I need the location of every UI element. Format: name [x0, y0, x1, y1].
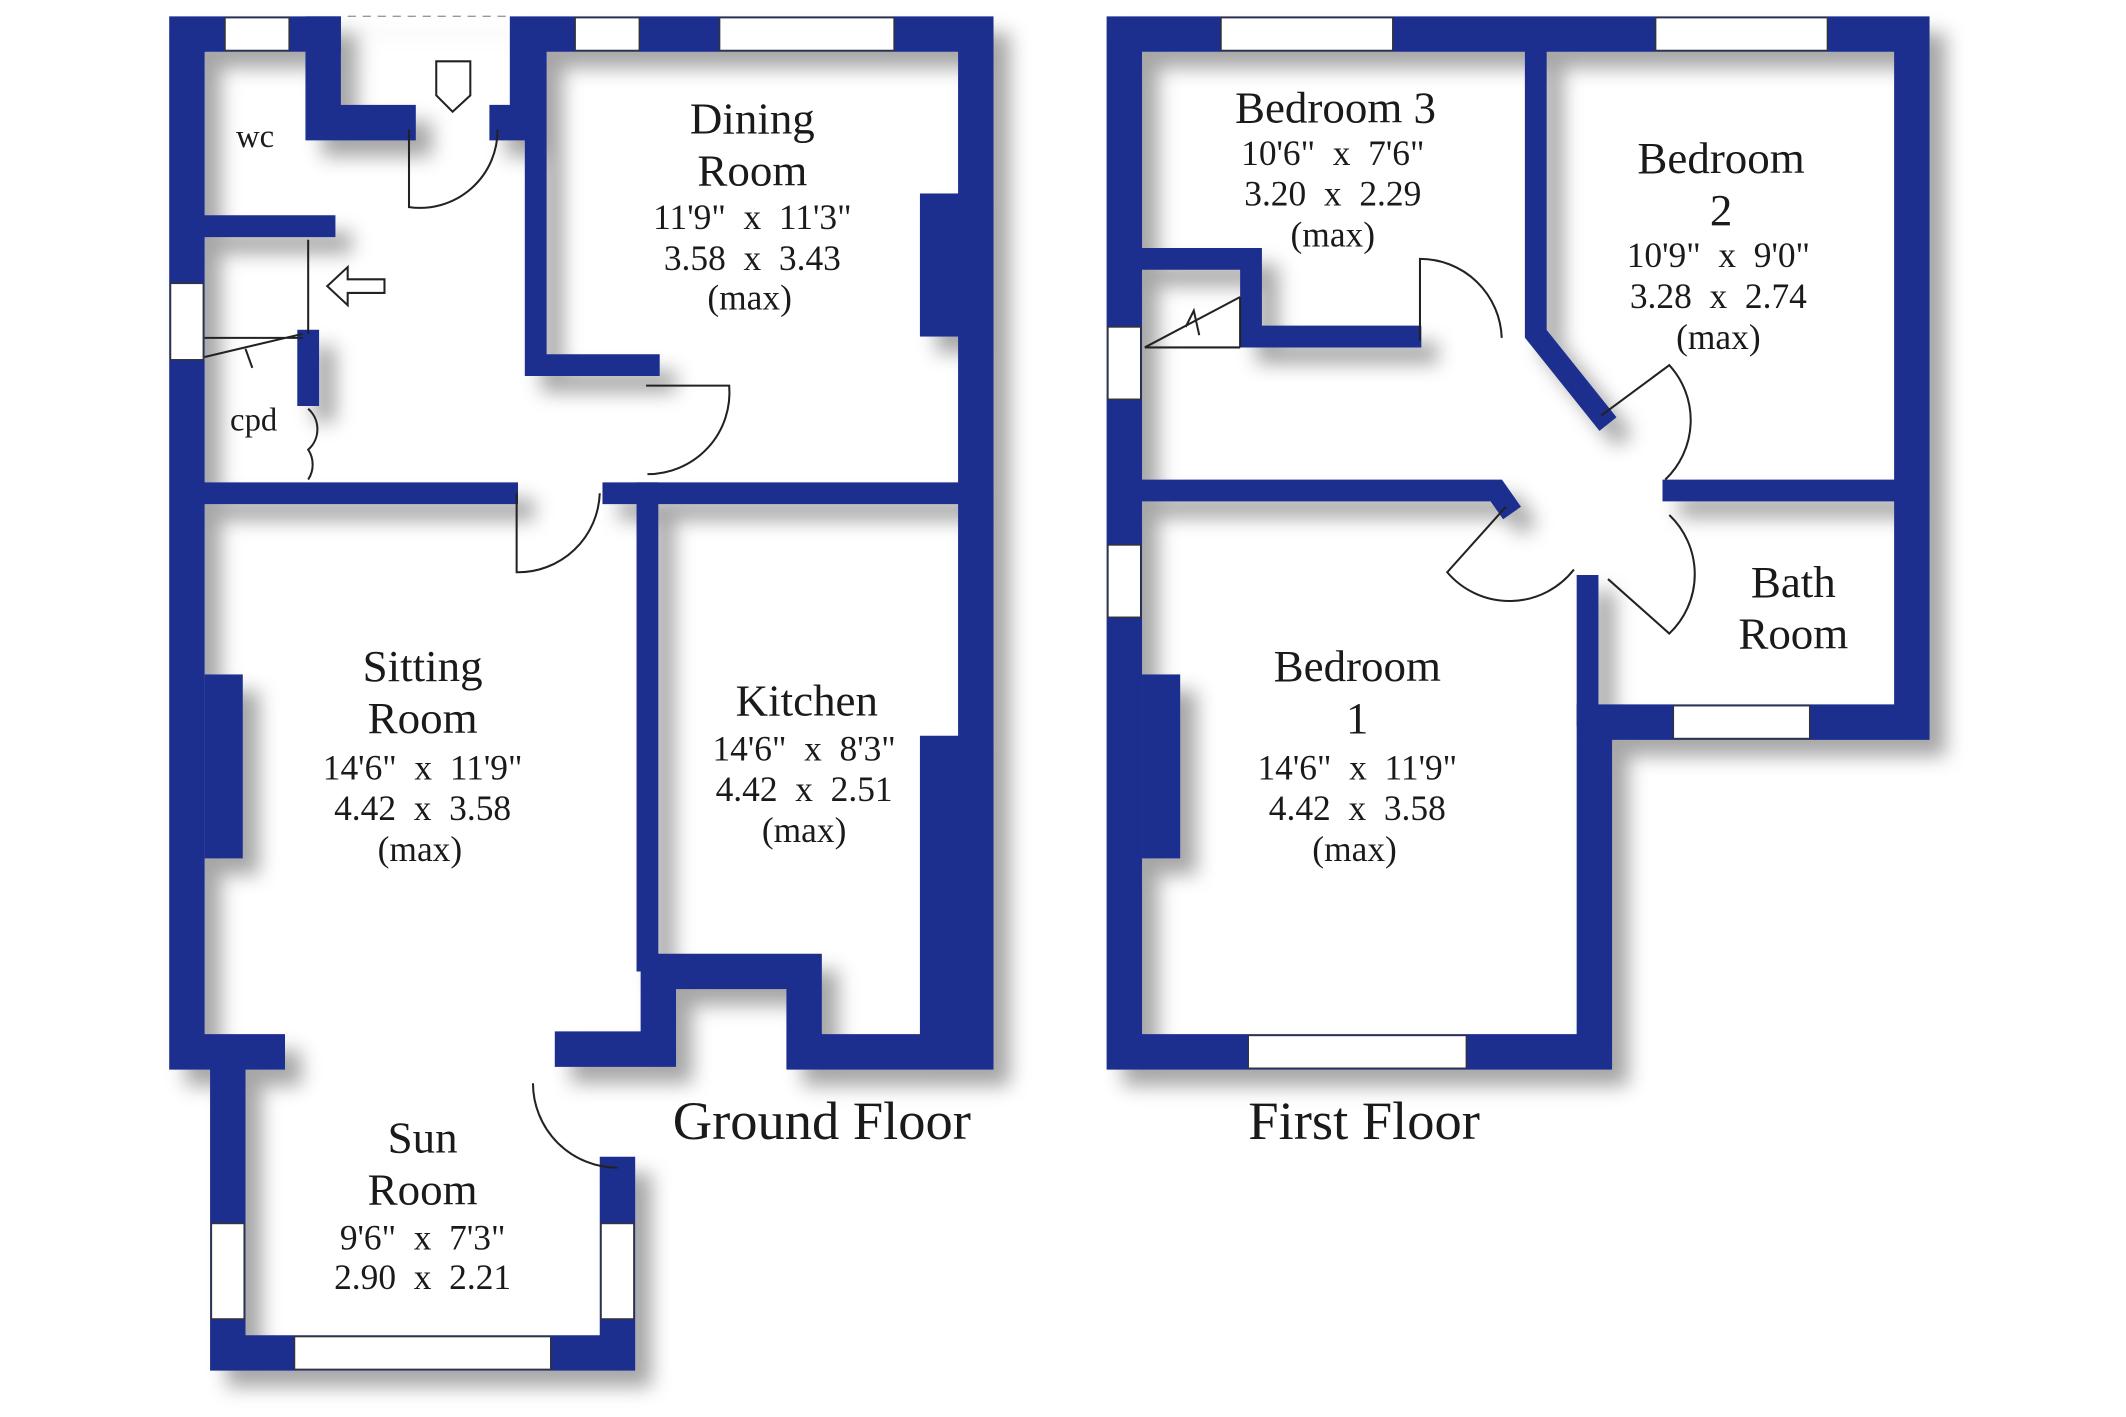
room-sitting: Sitting Room 14'6" x 11'9" 4.42 x 3.58 (… — [323, 641, 523, 869]
bedroom2-wall — [1524, 29, 1617, 431]
window — [169, 282, 204, 361]
room-note: (max) — [707, 277, 792, 317]
window — [718, 17, 895, 52]
room-name: Sun — [388, 1113, 458, 1163]
window — [1220, 17, 1394, 52]
window — [293, 1335, 552, 1370]
room-name: Room — [368, 693, 478, 743]
room-name: Bedroom — [1637, 133, 1804, 183]
room-name: 1 — [1346, 693, 1368, 743]
room-dimensions-imperial: 14'6" x 8'3" — [712, 728, 895, 768]
first-floor-plan — [1106, 16, 1930, 1070]
room-note: (max) — [1676, 317, 1761, 357]
room-bedroom-1: Bedroom 1 14'6" x 11'9" 4.42 x 3.58 (max… — [1257, 641, 1457, 869]
room-name: Room — [697, 145, 807, 195]
chimney-breast — [919, 193, 961, 337]
room-dimensions-metric: 4.42 x 3.58 — [334, 788, 511, 828]
room-dining: Dining Room 11'9" x 11'3" 3.58 x 3.43 (m… — [653, 94, 851, 318]
room-name: Bedroom 3 — [1235, 83, 1436, 133]
room-dimensions-metric: 3.58 x 3.43 — [664, 238, 841, 278]
room-note: (max) — [378, 829, 463, 869]
chimney-breast — [919, 735, 961, 1043]
first-floor-windows — [1107, 17, 1829, 1069]
ground-floor-windows — [169, 17, 895, 1370]
window — [1672, 705, 1811, 740]
window — [1247, 1034, 1467, 1069]
room-note: (max) — [1291, 215, 1376, 255]
bedroom3-wall — [1133, 247, 1422, 348]
room-name: Room — [368, 1164, 478, 1214]
chimney-breast — [1142, 674, 1181, 859]
room-name: 2 — [1710, 185, 1732, 235]
outer-wall — [1106, 16, 1930, 1070]
window — [574, 17, 640, 52]
room-dimensions-imperial: 10'9" x 9'0" — [1627, 235, 1810, 275]
wc-label: wc — [236, 119, 274, 155]
room-name: Bedroom — [1274, 641, 1441, 691]
room-name: Room — [1738, 609, 1848, 659]
dining-inner-wall — [524, 29, 660, 377]
chimney-breast — [204, 674, 243, 859]
room-note: (max) — [1312, 829, 1397, 869]
window — [224, 17, 290, 52]
bedroom1-wall — [1133, 479, 1521, 520]
ground-floor-doors — [204, 60, 731, 1169]
ground-floor-title: Ground Floor — [673, 1090, 971, 1151]
room-sun: Sun Room 9'6" x 7'3" 2.90 x 2.21 — [334, 1113, 511, 1297]
room-name: Kitchen — [736, 675, 878, 725]
window — [600, 1222, 635, 1320]
room-name: Dining — [690, 94, 815, 144]
first-floor-doors — [1144, 257, 1696, 635]
outer-wall — [169, 16, 341, 1070]
room-dimensions-imperial: 14'6" x 11'9" — [323, 747, 523, 787]
room-kitchen: Kitchen 14'6" x 8'3" 4.42 x 2.51 (max) — [712, 675, 895, 850]
room-dimensions-metric: 2.90 x 2.21 — [334, 1257, 511, 1297]
room-dimensions-metric: 3.28 x 2.74 — [1630, 276, 1807, 316]
room-dimensions-imperial: 11'9" x 11'3" — [653, 197, 851, 237]
window — [210, 1222, 245, 1320]
room-bathroom: Bath Room — [1738, 557, 1848, 659]
window — [1107, 326, 1142, 400]
room-dimensions-metric: 4.42 x 3.58 — [1269, 788, 1446, 828]
room-dimensions-metric: 3.20 x 2.29 — [1244, 174, 1421, 214]
room-dimensions-metric: 4.42 x 2.51 — [716, 769, 893, 809]
cpd-label: cpd — [230, 403, 277, 439]
room-dimensions-imperial: 14'6" x 11'9" — [1257, 747, 1457, 787]
room-bedroom-3: Bedroom 3 10'6" x 7'6" 3.20 x 2.29 (max) — [1235, 83, 1436, 255]
room-dimensions-imperial: 10'6" x 7'6" — [1241, 133, 1424, 173]
room-bedroom-2: Bedroom 2 10'9" x 9'0" 3.28 x 2.74 (max) — [1627, 133, 1810, 357]
room-name: Sitting — [363, 641, 483, 691]
room-dimensions-imperial: 9'6" x 7'3" — [340, 1217, 506, 1257]
room-name: Bath — [1751, 557, 1836, 607]
room-note: (max) — [762, 810, 847, 850]
window — [1655, 17, 1829, 52]
first-floor-title: First Floor — [1248, 1090, 1480, 1151]
wc-wall — [305, 16, 416, 141]
window — [1107, 544, 1142, 618]
